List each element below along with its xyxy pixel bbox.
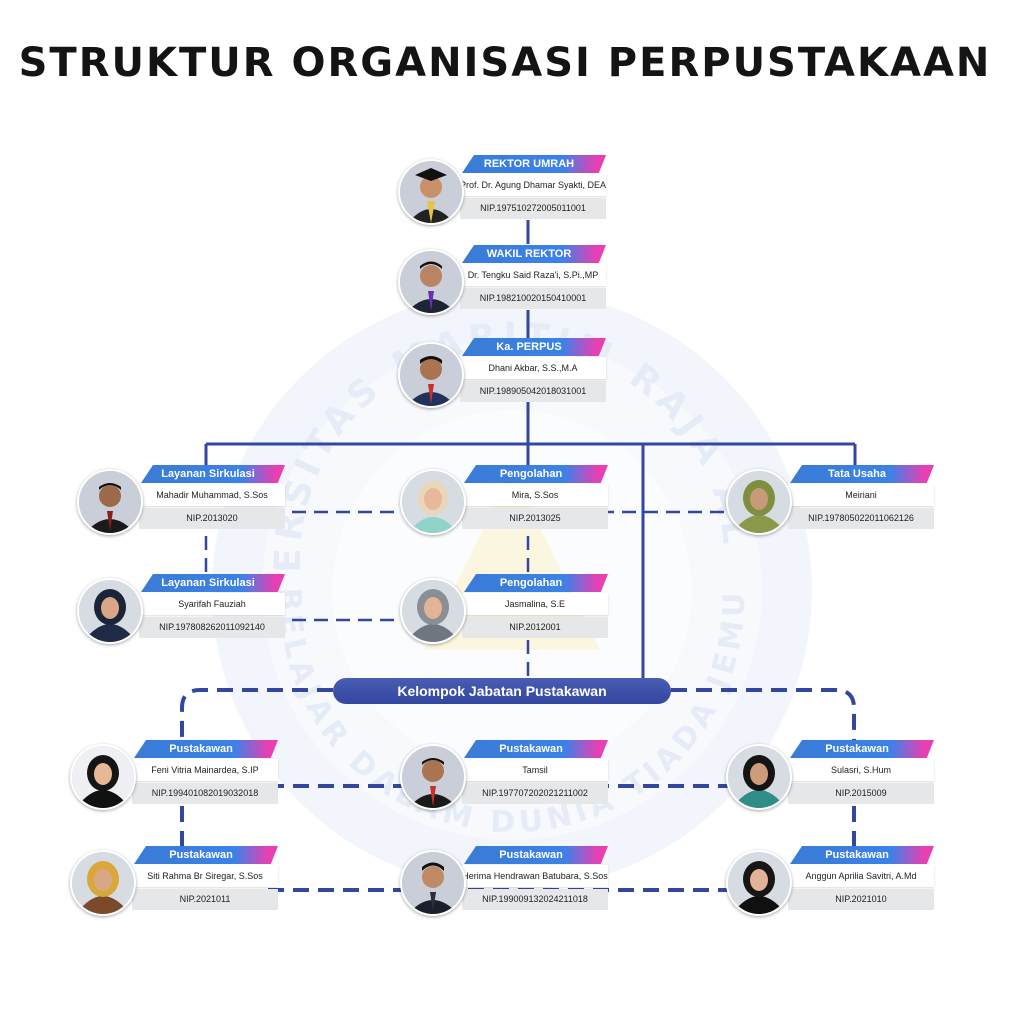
- person-nip: NIP.197510272005011001: [460, 198, 606, 219]
- dashed-group-right: [671, 688, 856, 740]
- person-name: Tamsil: [462, 759, 608, 781]
- person-name: Dr. Tengku Said Raza'i, S.Pi.,MP: [460, 264, 606, 286]
- card-tata-usaha: Tata Usaha Meiriani NIP.1978050220110621…: [726, 465, 956, 535]
- person-name: Prof. Dr. Agung Dhamar Syakti, DEA: [460, 174, 606, 196]
- dashed-group-left: [180, 688, 333, 740]
- man-portrait-icon: [398, 342, 464, 408]
- card-pustakawan-3: Pustakawan Sulasri, S.Hum NIP.2015009: [726, 740, 956, 810]
- role-label: Pengolahan: [464, 574, 598, 592]
- person-nip: NIP.2013025: [462, 508, 608, 529]
- card-layanan-sirkulasi-1: Layanan Sirkulasi Mahadir Muhammad, S.So…: [77, 465, 307, 535]
- card-wakil-rektor: WAKIL REKTOR Dr. Tengku Said Raza'i, S.P…: [398, 245, 628, 315]
- person-name: Jasmalina, S.E: [462, 593, 608, 615]
- person-nip: NIP.197707202021211002: [462, 783, 608, 804]
- person-nip: NIP.198210020150410001: [460, 288, 606, 309]
- person-name: Syarifah Fauziah: [139, 593, 285, 615]
- person-nip: NIP.198905042018031001: [460, 381, 606, 402]
- person-nip: NIP.197805022011062126: [788, 508, 934, 529]
- role-label: Layanan Sirkulasi: [141, 574, 275, 592]
- role-label: WAKIL REKTOR: [462, 245, 596, 263]
- role-label: Ka. PERPUS: [462, 338, 596, 356]
- woman-hijab-portrait-icon: [726, 469, 792, 535]
- man-portrait-icon: [398, 249, 464, 315]
- person-nip: NIP.199009132024211018: [462, 889, 608, 910]
- role-label: Pengolahan: [464, 465, 598, 483]
- role-label: Pustakawan: [464, 846, 598, 864]
- role-label: Layanan Sirkulasi: [141, 465, 275, 483]
- card-pustakawan-4: Pustakawan Siti Rahma Br Siregar, S.Sos …: [70, 846, 300, 916]
- woman-hijab-portrait-icon: [77, 578, 143, 644]
- woman-hijab-portrait-icon: [726, 744, 792, 810]
- person-nip: NIP.199401082019032018: [132, 783, 278, 804]
- person-nip: NIP.2012001: [462, 617, 608, 638]
- person-name: Dhani Akbar, S.S.,M.A: [460, 357, 606, 379]
- person-name: Mira, S.Sos: [462, 484, 608, 506]
- person-name: Herima Hendrawan Batubara, S.Sos: [462, 865, 608, 887]
- person-name: Siti Rahma Br Siregar, S.Sos: [132, 865, 278, 887]
- person-nip: NIP.2013020: [139, 508, 285, 529]
- woman-hijab-portrait-icon: [726, 850, 792, 916]
- person-name: Sulasri, S.Hum: [788, 759, 934, 781]
- card-rektor: REKTOR UMRAH Prof. Dr. Agung Dhamar Syak…: [398, 155, 628, 225]
- man-portrait-icon: [400, 850, 466, 916]
- card-pustakawan-5: Pustakawan Herima Hendrawan Batubara, S.…: [400, 846, 630, 916]
- role-label: Pustakawan: [134, 846, 268, 864]
- card-pustakawan-1: Pustakawan Feni Vitria Mainardea, S.IP N…: [70, 740, 300, 810]
- man-portrait-icon: [400, 744, 466, 810]
- man-portrait-icon: [77, 469, 143, 535]
- person-nip: NIP.2021011: [132, 889, 278, 910]
- person-name: Mahadir Muhammad, S.Sos: [139, 484, 285, 506]
- person-nip: NIP.197808262011092140: [139, 617, 285, 638]
- card-layanan-sirkulasi-2: Layanan Sirkulasi Syarifah Fauziah NIP.1…: [77, 574, 307, 644]
- role-label: REKTOR UMRAH: [462, 155, 596, 173]
- page-title: STRUKTUR ORGANISASI PERPUSTAKAAN: [18, 40, 992, 86]
- role-label: Pustakawan: [790, 846, 924, 864]
- role-label: Pustakawan: [134, 740, 268, 758]
- woman-hijab-portrait-icon: [70, 744, 136, 810]
- woman-hijab-portrait-icon: [400, 578, 466, 644]
- role-label: Pustakawan: [790, 740, 924, 758]
- person-name: Feni Vitria Mainardea, S.IP: [132, 759, 278, 781]
- woman-hijab-portrait-icon: [400, 469, 466, 535]
- woman-hijab-portrait-icon: [70, 850, 136, 916]
- person-nip: NIP.2015009: [788, 783, 934, 804]
- card-pustakawan-6: Pustakawan Anggun Aprilia Savitri, A.Md …: [726, 846, 956, 916]
- person-nip: NIP.2021010: [788, 889, 934, 910]
- role-label: Pustakawan: [464, 740, 598, 758]
- graduate-portrait-icon: [398, 159, 464, 225]
- card-pustakawan-2: Pustakawan Tamsil NIP.197707202021211002: [400, 740, 630, 810]
- card-kepala-perpustakaan: Ka. PERPUS Dhani Akbar, S.S.,M.A NIP.198…: [398, 338, 628, 408]
- role-label: Tata Usaha: [790, 465, 924, 483]
- kelompok-jabatan-bar: Kelompok Jabatan Pustakawan: [333, 678, 671, 704]
- card-pengolahan-2: Pengolahan Jasmalina, S.E NIP.2012001: [400, 574, 630, 644]
- person-name: Meiriani: [788, 484, 934, 506]
- person-name: Anggun Aprilia Savitri, A.Md: [788, 865, 934, 887]
- card-pengolahan-1: Pengolahan Mira, S.Sos NIP.2013025: [400, 465, 630, 535]
